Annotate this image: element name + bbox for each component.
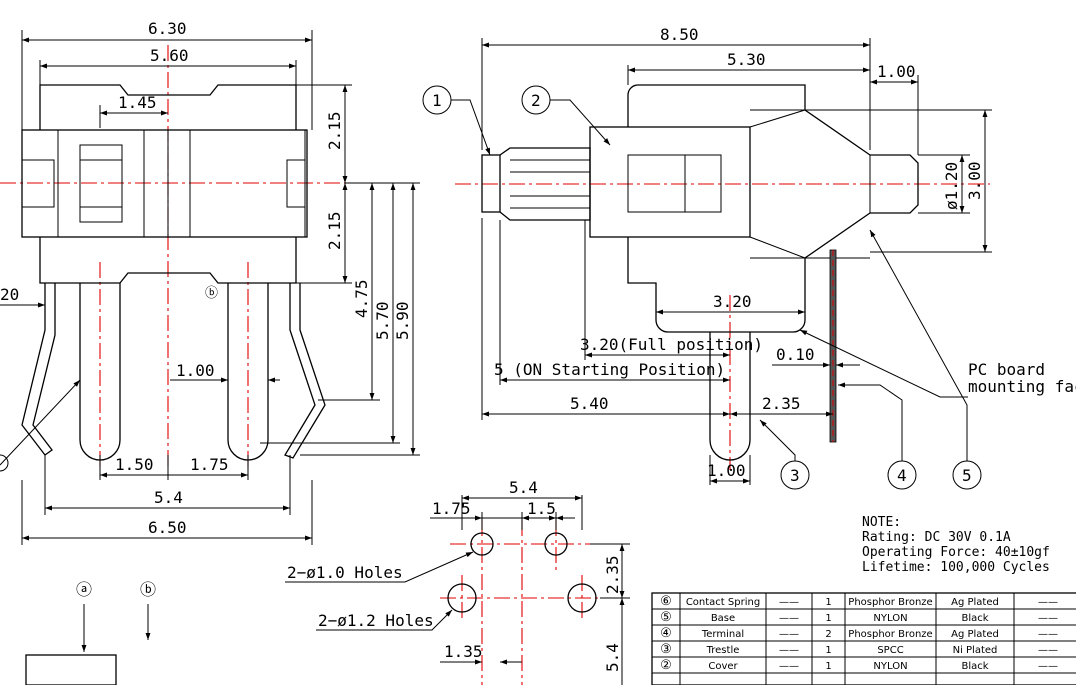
bom-cell-finish: Black [961,661,988,672]
bom-cell-part: Cover [708,661,738,672]
bom-cell-material: NYLON [873,613,907,624]
hole-dim-left: 1.75 [432,499,471,518]
dim-lower-height: 2.15 [325,211,344,250]
dim-terminal-thickness: 0.10 [776,345,815,364]
bom-cell-qty: 1 [825,597,831,608]
bom-cell-material: Phosphor Bronze [848,597,932,608]
bom-cell-num: ⑤ [660,610,672,625]
bom-cell-part: Terminal [701,629,744,640]
bom-cell-qty: 2 [825,629,831,640]
bom-cell-num: ⑥ [660,594,672,609]
dim-lead-gap: 1.00 [176,361,215,380]
bom-cell-part: Trestle [706,645,740,656]
dim-base-length: 3.20 [713,292,752,311]
bom-cell-finish: Ag Plated [951,597,999,608]
note-rating: Rating: DC 30V 0.1A [862,530,1011,545]
dim-base-width: 6.50 [148,518,187,537]
bom-cell-note: —— [1038,597,1058,608]
dim-upper-height: 2.15 [325,111,344,150]
legend-ab: ⓐ ⓑ [25,580,156,685]
note-lifetime: Lifetime: 100,000 Cycles [862,560,1050,575]
callout-4: 4 [897,466,907,485]
callout-5: 5 [962,466,972,485]
note-title: NOTE: [862,515,901,530]
bom-cell-dash: —— [779,645,799,656]
hole-dim-lower: 1.35 [444,642,483,661]
dim-body-width: 5.60 [150,46,189,65]
bom-cell-part: Base [711,613,735,624]
dim-left-partial: 20 [0,285,19,304]
dim-pitch-a: 1.50 [115,455,154,474]
bom-cell-qty: 1 [825,661,831,672]
dim-h3: 5.90 [393,301,412,340]
dim-pitch-total: 5.4 [154,488,183,507]
dim-height: 3.00 [965,161,984,200]
marker-b-front: ⓑ [205,286,218,301]
front-view: ⓑ 6.30 5.60 1.45 2.15 2.15 4.75 5.70 5.9… [0,19,420,545]
dim-h2: 5.70 [373,301,392,340]
hole-dim-width: 5.4 [509,478,538,497]
bom-cell-dash: —— [779,661,799,672]
callout-2: 2 [531,91,541,110]
bom-cell-num: ③ [660,642,672,657]
legend-marker-b: ⓑ [140,580,156,599]
bom-cell-material: Phosphor Bronze [848,629,932,640]
bom-cell-material: SPCC [877,645,903,656]
hole-dim-vertical: 2.35 [603,555,622,594]
dim-overall-width: 6.30 [148,19,187,38]
bom-cell-dash: —— [779,629,799,640]
dim-h1: 4.75 [352,279,371,318]
hole-dim-vertical2: 5.4 [603,643,622,672]
bom-cell-note: —— [1038,629,1058,640]
notes: NOTE: Rating: DC 30V 0.1A Operating Forc… [862,515,1050,575]
dim-slot-offset: 1.45 [118,93,157,112]
side-view: 1 2 3 4 5 PC board mounting face 8.50 5.… [422,25,1076,490]
legend-marker-a: ⓐ [76,580,92,599]
bom-cell-part: Contact Spring [686,597,760,608]
bom-cell-qty: 1 [825,613,831,624]
bom-cell-note: —— [1038,613,1058,624]
dim-full-position: 3.20(Full position) [580,335,763,354]
callout-1: 1 [432,91,442,110]
callout-3: 3 [790,466,800,485]
bom-cell-finish: Ni Plated [953,645,998,656]
dim-total-length: 5.40 [570,394,609,413]
bom-cell-dash: —— [779,613,799,624]
bom-cell-num: ④ [660,626,672,641]
holes-small-label: 2−ø1.0 Holes [287,563,403,582]
dim-body-length: 5.30 [727,50,766,69]
pc-board-label-2: mounting face [968,377,1076,396]
dim-trestle-width: 1.00 [707,461,746,480]
bom-cell-finish: Ag Plated [951,629,999,640]
dim-terminal-offset: 2.35 [762,394,801,413]
dim-on-start: 5 (ON Starting Position) [494,360,725,379]
bom-cell-finish: Black [961,613,988,624]
bom-cell-note: —— [1038,661,1058,672]
hole-dim-pitch: 1.5 [527,499,556,518]
bom-cell-note: —— [1038,645,1058,656]
bom-cell-qty: 1 [825,645,831,656]
dim-pitch-b: 1.75 [190,455,229,474]
bom-cell-dash: —— [779,597,799,608]
bom-cell-num: ② [660,658,672,673]
note-force: Operating Force: 40±10gf [862,545,1050,560]
hole-pattern: 5.4 1.75 1.5 2.35 5.4 1.35 2−ø1.0 Holes … [285,478,630,685]
holes-large-label: 2−ø1.2 Holes [318,611,434,630]
dim-tip-length: 1.00 [877,62,916,81]
bom-cell-material: NYLON [873,661,907,672]
dim-overall-length: 8.50 [660,25,699,44]
pc-board-label-1: PC board [968,360,1045,379]
dim-diameter: ø1.20 [942,162,961,210]
